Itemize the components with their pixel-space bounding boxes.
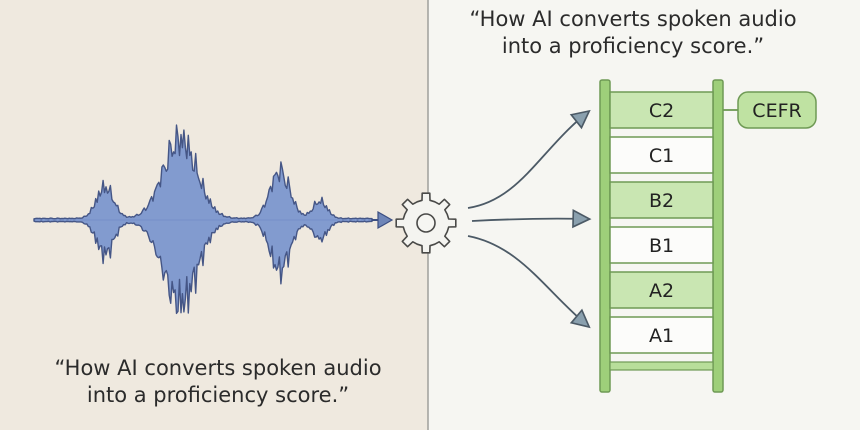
ladder-level-b1: B1 [610,227,713,263]
arrow-to-upper-level [468,112,588,208]
gear-to-ladder-arrows [468,112,588,326]
wave-to-gear-arrow [372,212,392,228]
cefr-ladder: C2 C1 B2 B1 A2 A1 [600,80,723,392]
level-label: A2 [649,280,674,302]
ladder-bottom-rung [610,362,713,370]
ladder-right-rail [713,80,723,392]
level-label: B1 [649,235,674,257]
caption-line: “How AI converts spoken audio [458,6,808,33]
caption-line: into a proficiency score.” [28,382,408,409]
arrow-to-middle-level [472,219,588,221]
level-label: A1 [649,325,674,347]
cefr-label: CEFR [752,100,801,122]
caption-top-right: “How AI converts spoken audio into a pro… [458,6,808,60]
cefr-tag: CEFR [723,92,816,128]
arrow-to-lower-level [468,236,588,326]
ladder-level-c1: C1 [610,137,713,173]
ladder-level-c2: C2 [610,92,713,128]
level-label: B2 [649,190,674,212]
caption-line: “How AI converts spoken audio [28,355,408,382]
level-label: C1 [649,145,674,167]
audio-waveform-icon [34,125,372,313]
caption-bottom-left: “How AI converts spoken audio into a pro… [28,355,408,409]
ladder-left-rail [600,80,610,392]
caption-line: into a proficiency score.” [458,33,808,60]
ladder-level-a2: A2 [610,272,713,308]
gear-icon [396,193,456,253]
level-label: C2 [649,100,674,122]
ladder-level-b2: B2 [610,182,713,218]
ladder-level-a1: A1 [610,317,713,353]
